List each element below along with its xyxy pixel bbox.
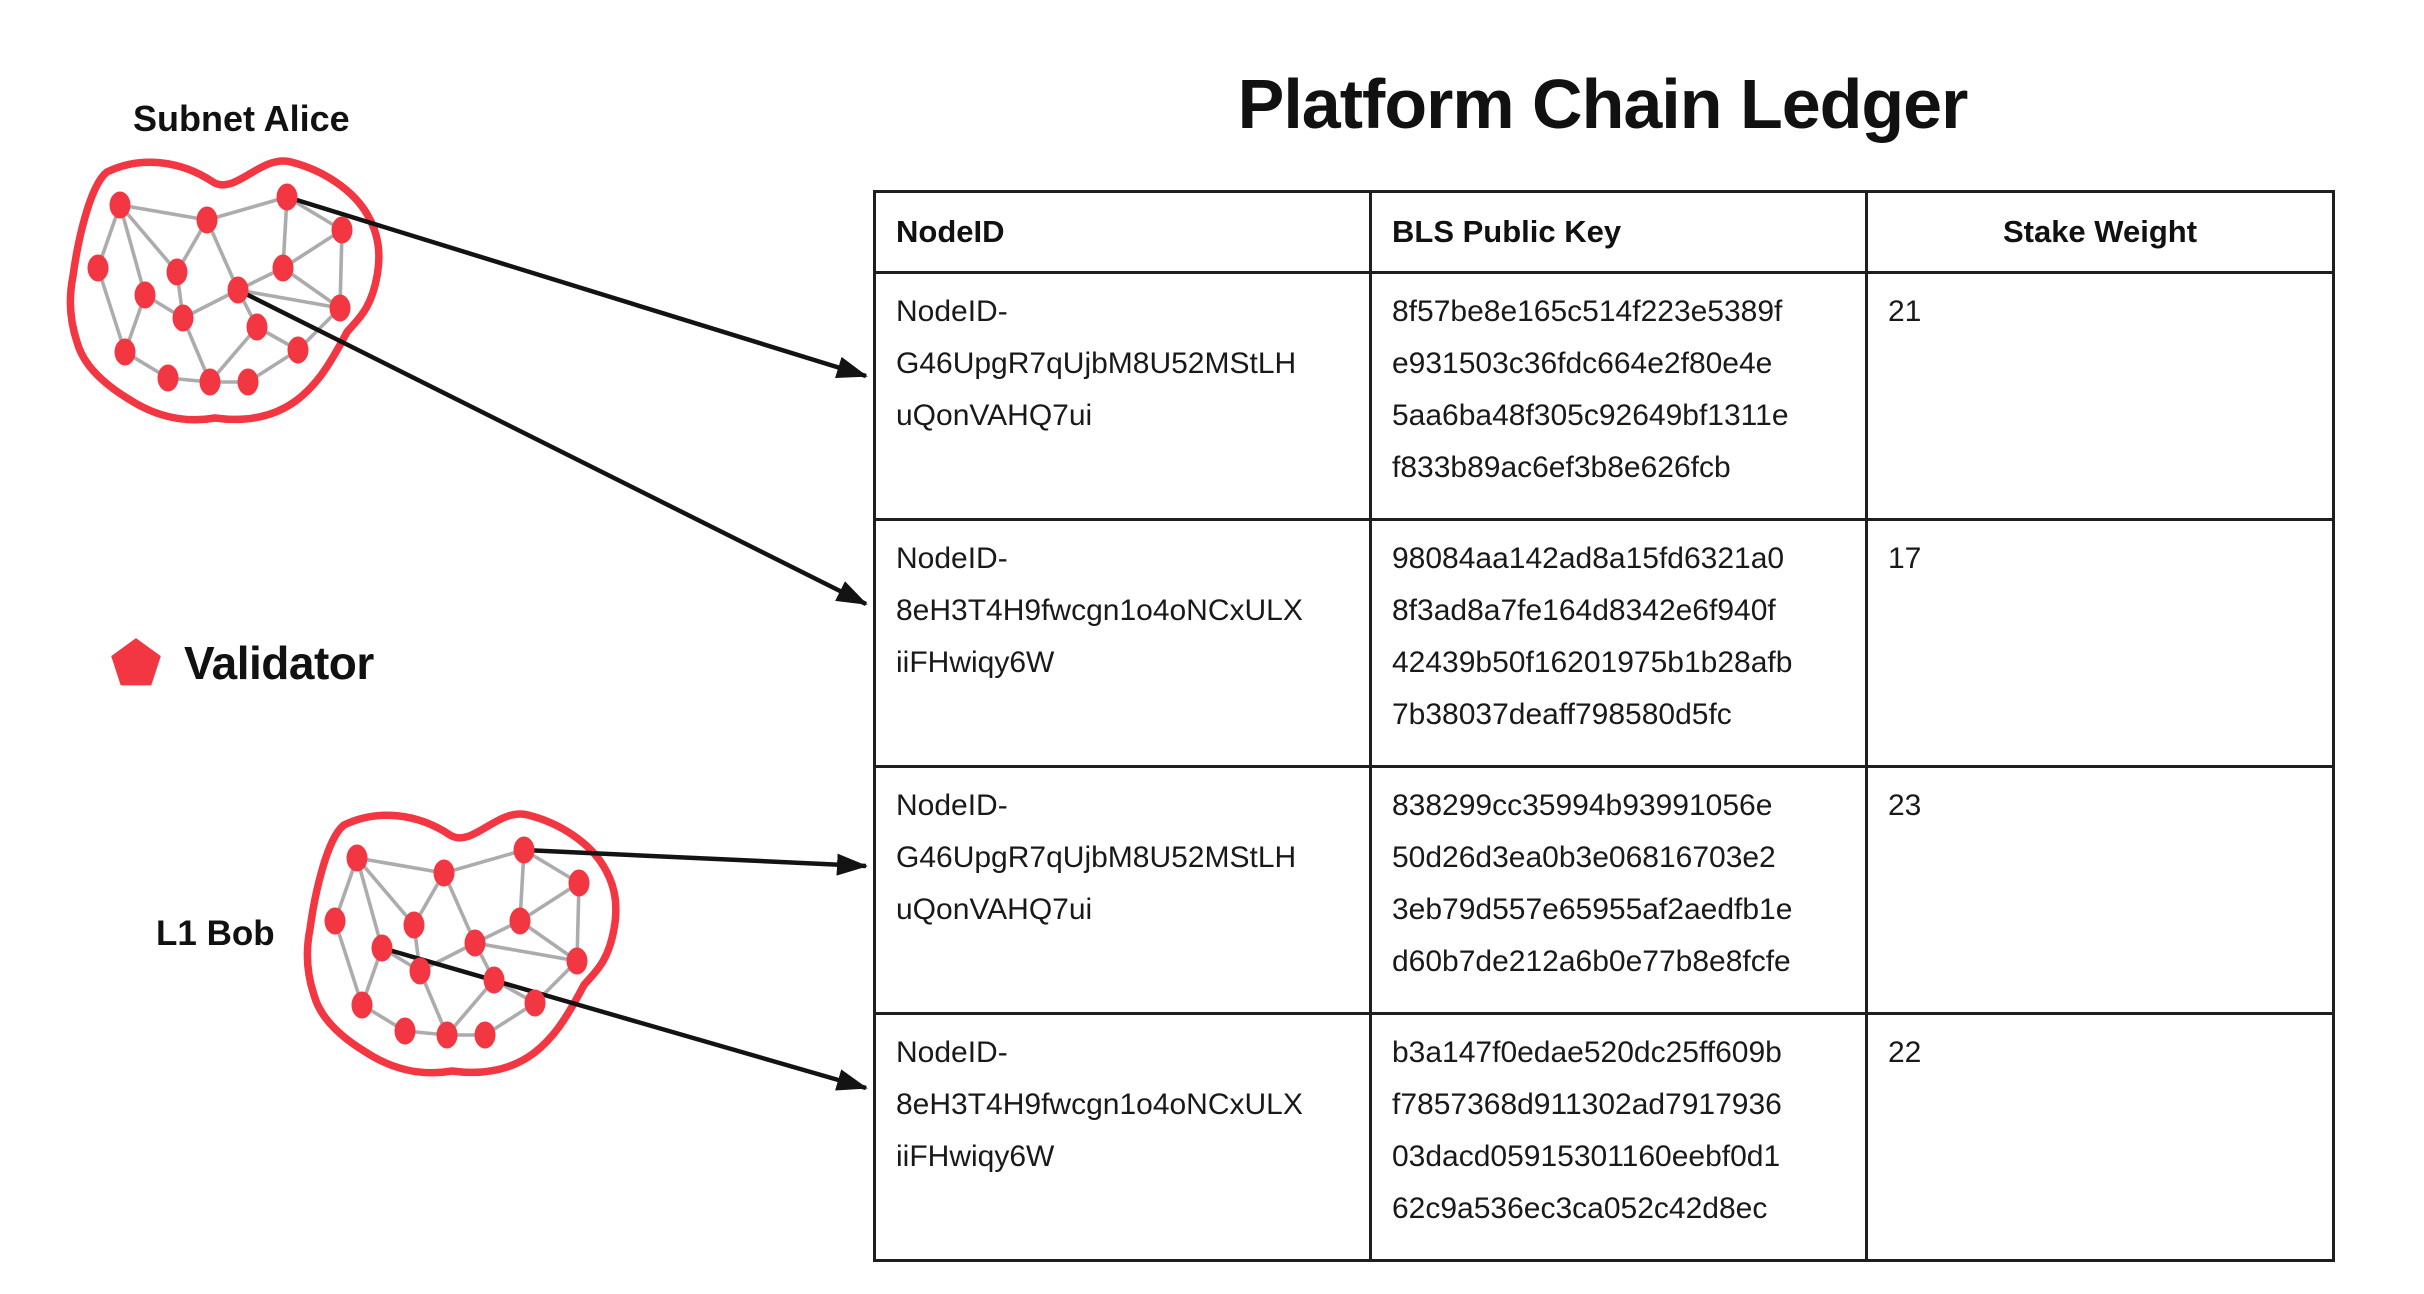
mapping-arrow xyxy=(523,847,868,876)
validator-node xyxy=(246,313,268,341)
validator-node xyxy=(199,368,221,396)
header-bls-public-key: BLS Public Key xyxy=(1369,190,1868,274)
bls-key-cell: 8f57be8e165c514f223e5389f e931503c36fdc6… xyxy=(1369,271,1868,521)
l1-bob-graph-nodes xyxy=(324,836,590,1049)
graph-edge xyxy=(282,228,343,270)
table-row: NodeID- G46UpgR7qUjbM8U52MStLH uQonVAHQ7… xyxy=(873,271,2335,521)
validator-node xyxy=(87,254,109,282)
subnet-alice-label: Subnet Alice xyxy=(133,98,350,139)
graph-edge xyxy=(118,204,147,296)
bls-key-cell: 98084aa142ad8a15fd6321a0 8f3ad8a7fe164d8… xyxy=(1369,518,1868,768)
validator-node xyxy=(166,258,188,286)
validator-node xyxy=(196,206,218,234)
graph-edge xyxy=(237,288,341,310)
header-stake-weight: Stake Weight xyxy=(1865,190,2335,274)
nodeid-cell: NodeID- G46UpgR7qUjbM8U52MStLH uQonVAHQ7… xyxy=(873,271,1372,521)
validator-node xyxy=(409,957,431,985)
validator-node xyxy=(568,869,590,897)
graph-edge xyxy=(281,266,342,310)
validator-node xyxy=(331,216,353,244)
graph-edge xyxy=(355,857,384,949)
validator-node xyxy=(272,254,294,282)
l1-bob-label: L1 Bob xyxy=(156,914,275,953)
validator-node xyxy=(237,368,259,396)
subnet-alice-graph-nodes xyxy=(87,183,353,396)
stake-weight-cell: 21 xyxy=(1865,271,2335,521)
mapping-arrow xyxy=(236,287,868,607)
table-row: NodeID- 8eH3T4H9fwcgn1o4oNCxULX iiFHwiqy… xyxy=(873,1012,2335,1262)
validator-node xyxy=(351,991,373,1019)
validator-node xyxy=(287,336,309,364)
validator-node xyxy=(371,934,393,962)
validator-node xyxy=(483,966,505,994)
page-title: Platform Chain Ledger xyxy=(1237,65,1969,143)
mapping-arrow xyxy=(381,945,868,1091)
subnet-boundary-blob xyxy=(303,810,620,1077)
header-nodeid: NodeID xyxy=(873,190,1372,274)
graph-edge xyxy=(443,848,525,875)
bls-key-cell: 838299cc35994b93991056e 50d26d3ea0b3e068… xyxy=(1369,765,1868,1015)
validator-node xyxy=(394,1017,416,1045)
validator-node xyxy=(474,1021,496,1049)
validator-node xyxy=(433,859,455,887)
validator-node xyxy=(509,907,531,935)
subnet-boundary-blob xyxy=(66,157,383,424)
validator-node xyxy=(324,907,346,935)
graph-edge xyxy=(355,856,416,927)
validator-node xyxy=(276,183,298,211)
graph-edge xyxy=(96,267,127,353)
validator-node xyxy=(114,338,136,366)
validator-node xyxy=(329,294,351,322)
validator-legend: Validator xyxy=(110,636,374,690)
validator-pentagon-icon xyxy=(111,638,161,686)
graph-edge xyxy=(208,325,259,384)
table-row: NodeID- G46UpgR7qUjbM8U52MStLH uQonVAHQ7… xyxy=(873,765,2335,1015)
mapping-arrow xyxy=(286,194,868,379)
validator-node xyxy=(524,989,546,1017)
graph-edge xyxy=(518,919,579,963)
graph-edge xyxy=(206,195,288,222)
graph-edge xyxy=(519,881,580,923)
validator-node xyxy=(134,281,156,309)
graph-edge xyxy=(474,941,578,963)
validator-node xyxy=(436,1021,458,1049)
nodeid-cell: NodeID- 8eH3T4H9fwcgn1o4oNCxULX iiFHwiqy… xyxy=(873,1012,1372,1262)
validator-node xyxy=(464,929,486,957)
table-header-row: NodeID BLS Public Key Stake Weight xyxy=(873,190,2335,274)
validator-node xyxy=(227,276,249,304)
graph-edge xyxy=(119,203,208,222)
validator-node xyxy=(513,836,535,864)
graph-edge xyxy=(118,203,179,274)
graph-edge xyxy=(356,856,445,875)
table-row: NodeID- 8eH3T4H9fwcgn1o4oNCxULX iiFHwiqy… xyxy=(873,518,2335,768)
stake-weight-cell: 17 xyxy=(1865,518,2335,768)
validator-node xyxy=(403,911,425,939)
ledger-table: NodeID BLS Public Key Stake Weight NodeI… xyxy=(873,190,2335,1262)
validator-node xyxy=(109,191,131,219)
stake-weight-cell: 22 xyxy=(1865,1012,2335,1262)
bls-key-cell: b3a147f0edae520dc25ff609b f7857368d91130… xyxy=(1369,1012,1868,1262)
validator-node xyxy=(172,304,194,332)
graph-edge xyxy=(333,920,364,1006)
stake-weight-cell: 23 xyxy=(1865,765,2335,1015)
nodeid-cell: NodeID- G46UpgR7qUjbM8U52MStLH uQonVAHQ7… xyxy=(873,765,1372,1015)
validator-legend-label: Validator xyxy=(184,637,374,689)
graph-edge xyxy=(445,978,496,1037)
nodeid-cell: NodeID- 8eH3T4H9fwcgn1o4oNCxULX iiFHwiqy… xyxy=(873,518,1372,768)
validator-node xyxy=(346,844,368,872)
validator-node xyxy=(566,947,588,975)
validator-node xyxy=(157,364,179,392)
